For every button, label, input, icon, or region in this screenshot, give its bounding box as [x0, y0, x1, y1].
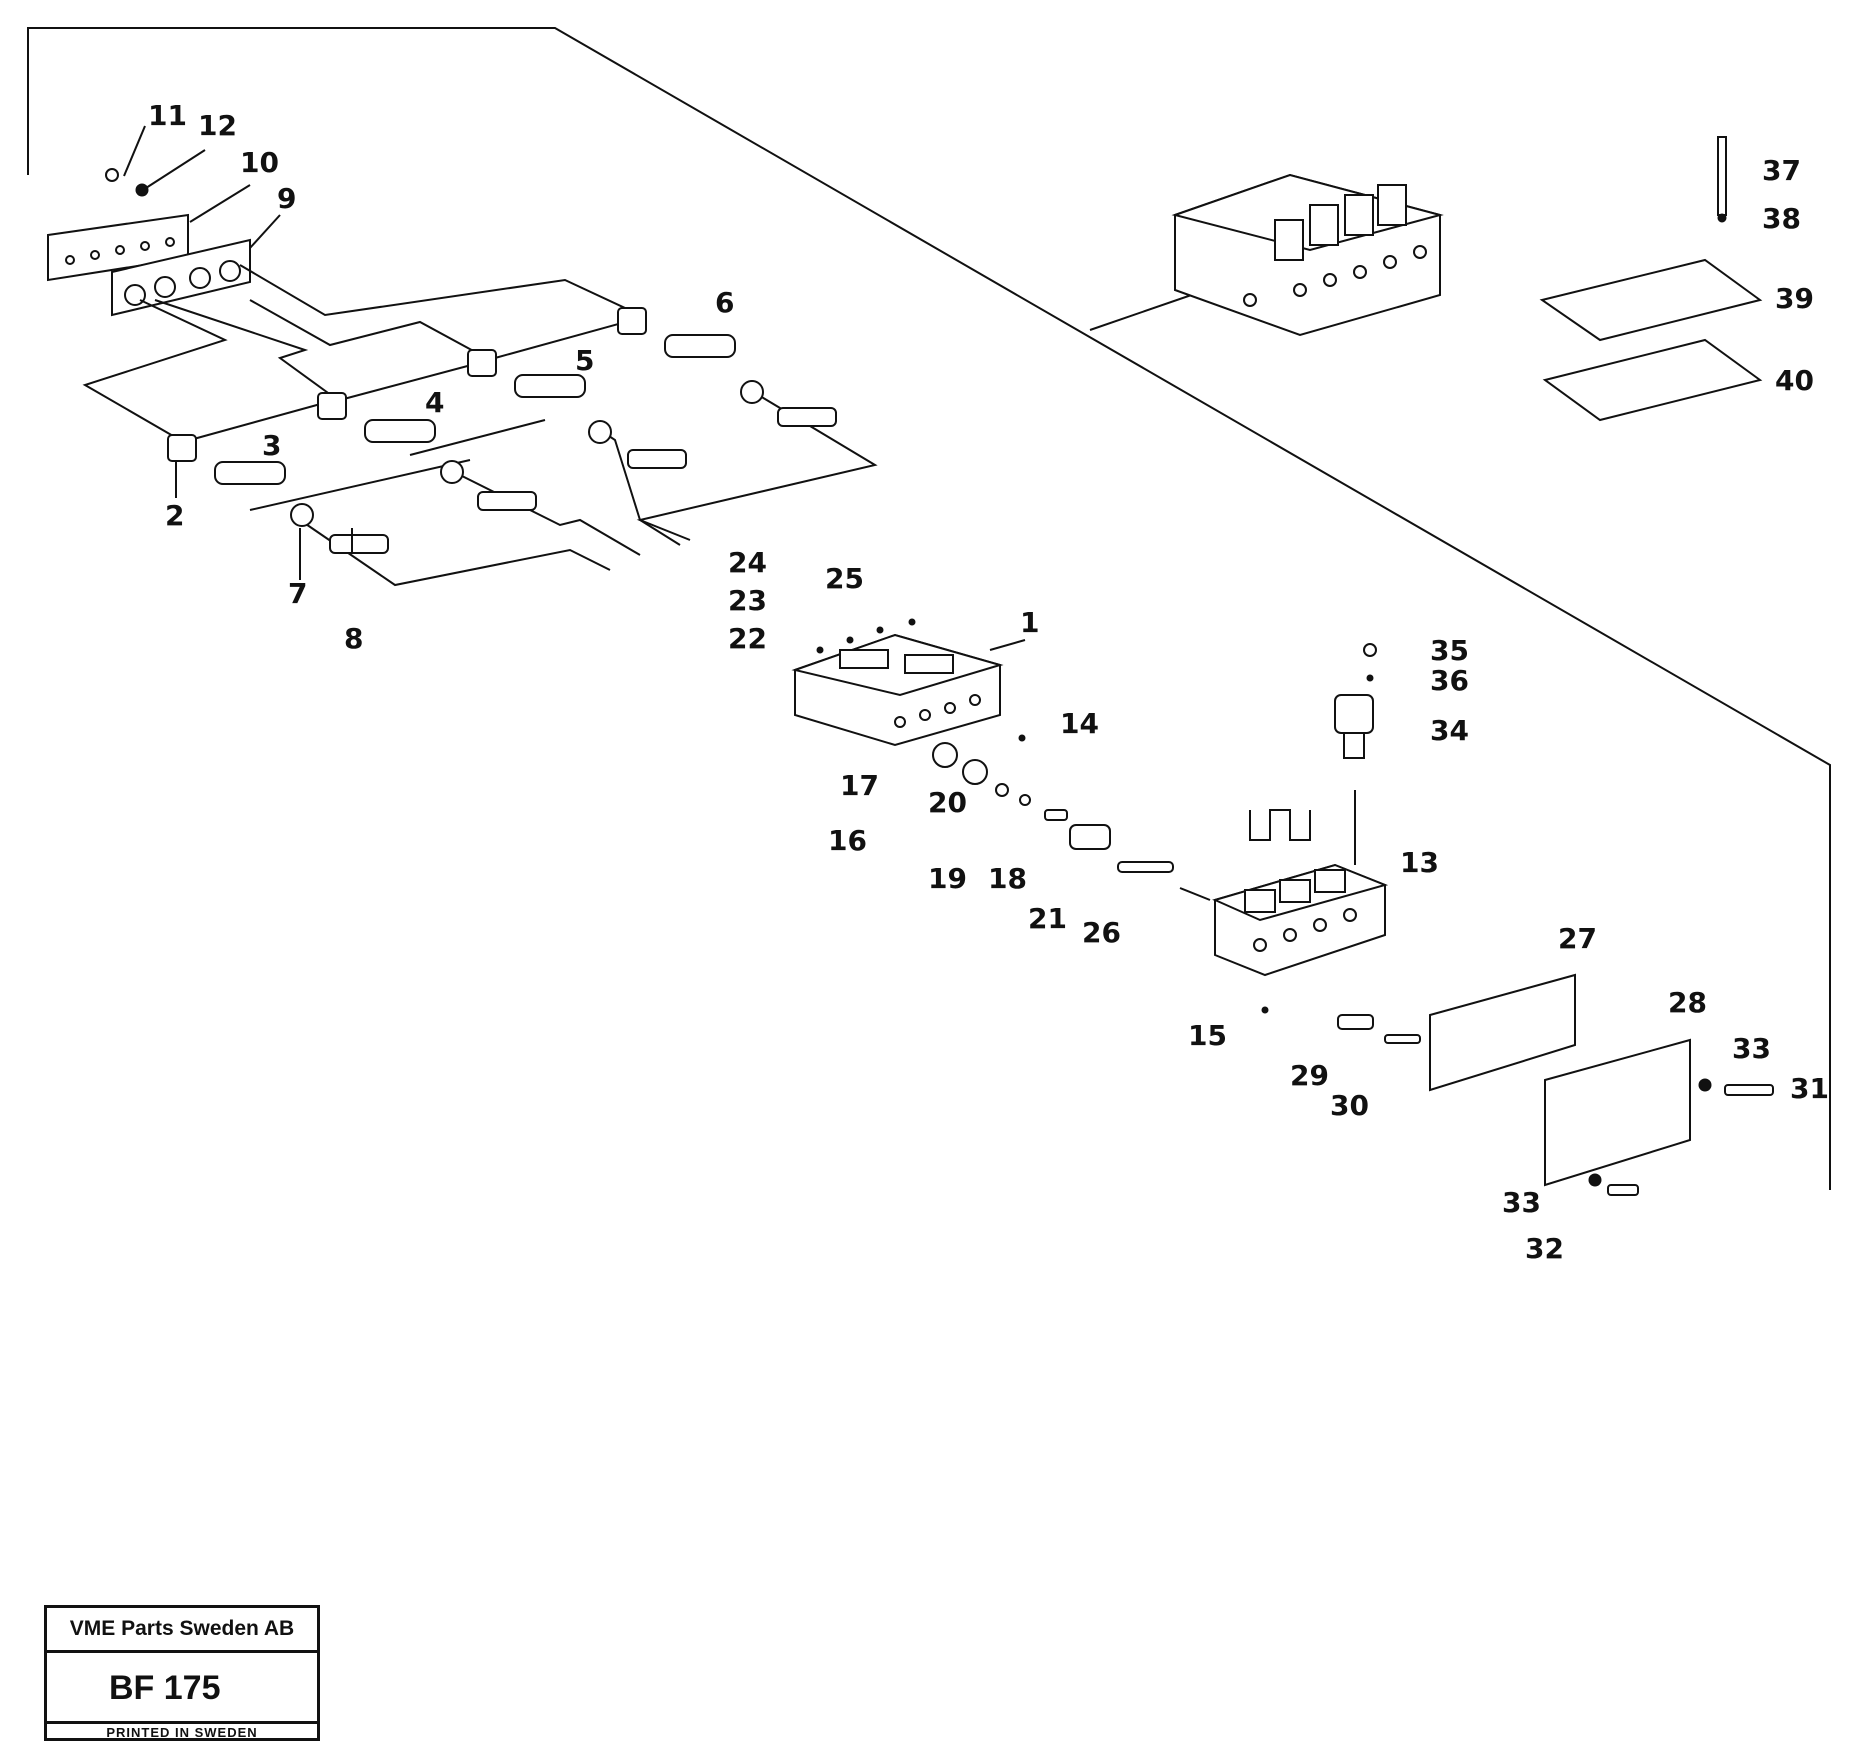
callout-3: 3	[262, 429, 281, 462]
leader-lines	[123, 125, 1026, 651]
valve-block-13	[1212, 643, 1421, 1044]
title-block: VME Parts Sweden AB BF 175 PRINTED IN SW…	[44, 1605, 320, 1741]
callout-15: 15	[1188, 1019, 1227, 1052]
callout-12: 12	[198, 109, 237, 142]
callout-34: 34	[1430, 714, 1469, 747]
callout-21: 21	[1028, 902, 1067, 935]
callout-14: 14	[1060, 707, 1099, 740]
callout-6: 6	[715, 286, 734, 319]
printed-note: PRINTED IN SWEDEN	[106, 1725, 258, 1740]
callout-11: 11	[148, 99, 187, 132]
callout-7: 7	[288, 577, 307, 610]
plates-39-40	[1539, 136, 1763, 422]
callout-13: 13	[1400, 846, 1439, 879]
callout-2: 2	[165, 499, 184, 532]
callout-5: 5	[575, 344, 594, 377]
callout-4: 4	[425, 386, 444, 419]
company-name: VME Parts Sweden AB	[47, 1608, 317, 1653]
plates-27-28	[1429, 973, 1774, 1196]
callout-numbers: 1 2 3 4 5 6 7 8 9 10 11 12 13 14 15 16 1…	[148, 99, 1829, 1265]
valve-body-1	[791, 618, 1026, 747]
diagram-code: BF 175	[47, 1653, 317, 1724]
callout-8: 8	[344, 622, 363, 655]
small-parts	[932, 742, 1211, 901]
callout-17: 17	[840, 769, 879, 802]
callout-26: 26	[1082, 916, 1121, 949]
callout-40: 40	[1775, 364, 1814, 397]
callout-36: 36	[1430, 664, 1469, 697]
callout-24: 24	[728, 546, 767, 579]
callout-33a: 33	[1732, 1032, 1771, 1065]
cover-plates	[47, 168, 251, 317]
callout-28: 28	[1668, 986, 1707, 1019]
callout-29: 29	[1290, 1059, 1329, 1092]
callout-20: 20	[928, 786, 967, 819]
callout-30: 30	[1330, 1089, 1369, 1122]
callout-23: 23	[728, 584, 767, 617]
spool-assembly	[82, 264, 878, 587]
callout-39: 39	[1775, 282, 1814, 315]
assembled-valve-overview	[1171, 173, 1444, 337]
callout-25: 25	[825, 562, 864, 595]
callout-33b: 33	[1502, 1186, 1541, 1219]
callout-22: 22	[728, 622, 767, 655]
callout-31: 31	[1790, 1072, 1829, 1105]
callout-19: 19	[928, 862, 967, 895]
callout-18: 18	[988, 862, 1027, 895]
callout-27: 27	[1558, 922, 1597, 955]
callout-9: 9	[277, 182, 296, 215]
callout-10: 10	[240, 146, 279, 179]
callout-38: 38	[1762, 202, 1801, 235]
callout-1: 1	[1020, 606, 1039, 639]
callout-37: 37	[1762, 154, 1801, 187]
callout-16: 16	[828, 824, 867, 857]
callout-35: 35	[1430, 634, 1469, 667]
callout-32: 32	[1525, 1232, 1564, 1265]
